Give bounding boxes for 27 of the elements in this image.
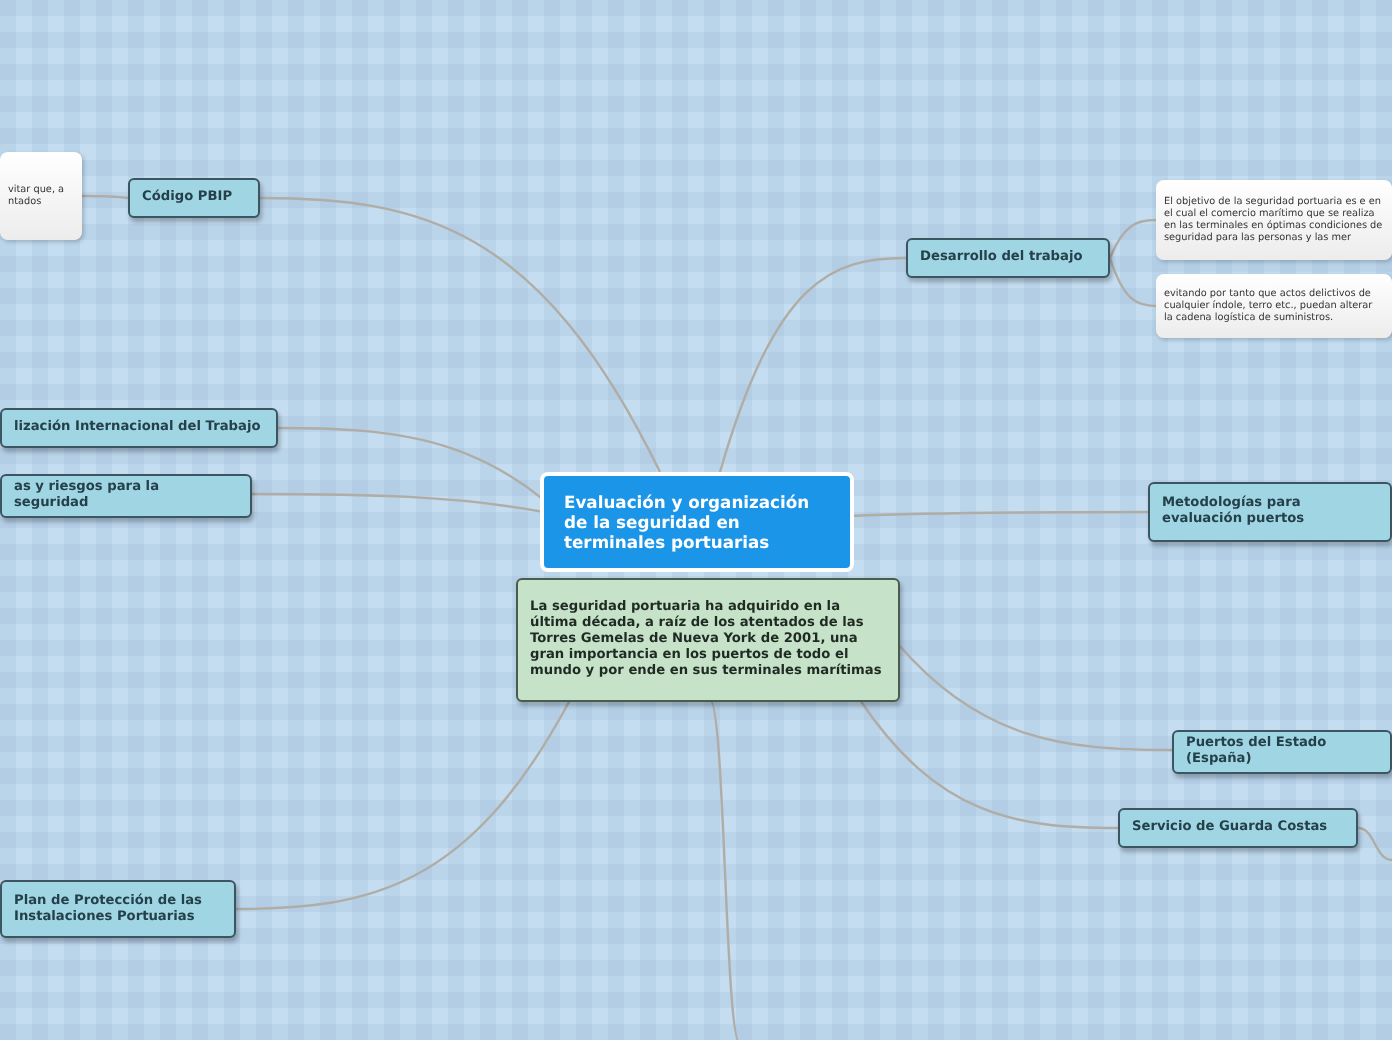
note-card (1156, 180, 1392, 260)
connector-line (236, 699, 572, 911)
topic-box (1172, 730, 1392, 774)
note-card (1156, 274, 1392, 338)
connector-line (1357, 826, 1392, 862)
topic-box (1148, 482, 1392, 542)
note-card (0, 152, 82, 240)
node-text: Evaluación y organización de la seguridad en terminales portuarias (564, 491, 812, 553)
connector-line (278, 426, 545, 501)
connector-line (82, 194, 129, 200)
connector-line (259, 196, 662, 473)
connector-line (1108, 257, 1157, 308)
connector-line (859, 699, 1118, 830)
connector-line (849, 510, 1148, 518)
topic-box (1118, 808, 1358, 848)
connector-line (252, 492, 545, 514)
note-box (516, 578, 900, 702)
connector-line (897, 643, 1172, 752)
topic-box (0, 880, 236, 938)
connector-line (718, 256, 907, 473)
topic-box (0, 474, 252, 518)
connector-line (708, 699, 742, 1040)
central-topic-box (540, 472, 854, 572)
topic-box (0, 408, 278, 448)
topic-box (128, 178, 260, 218)
connector-line (1108, 218, 1157, 259)
topic-box (906, 238, 1110, 278)
